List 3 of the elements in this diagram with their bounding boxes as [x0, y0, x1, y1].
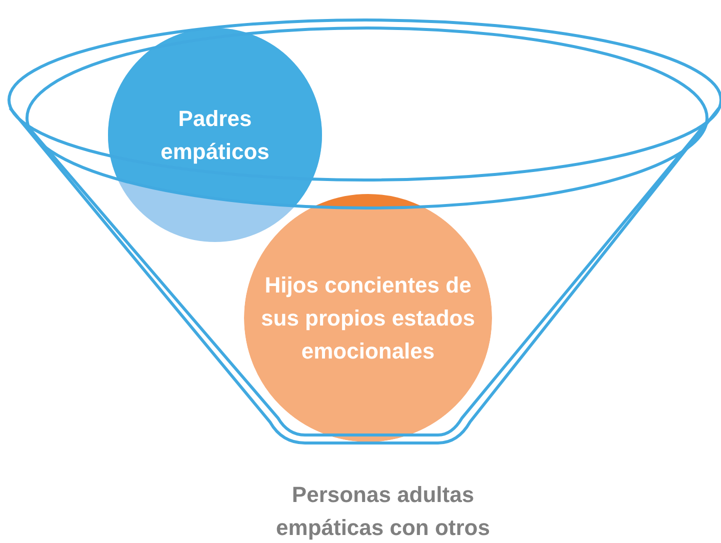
circle-label: Padres empáticos [160, 105, 270, 166]
caption-text: Personas adultas empáticas con otros [275, 481, 491, 542]
circle-label: Hijos concientes de sus propios estados emocionales [260, 272, 476, 366]
